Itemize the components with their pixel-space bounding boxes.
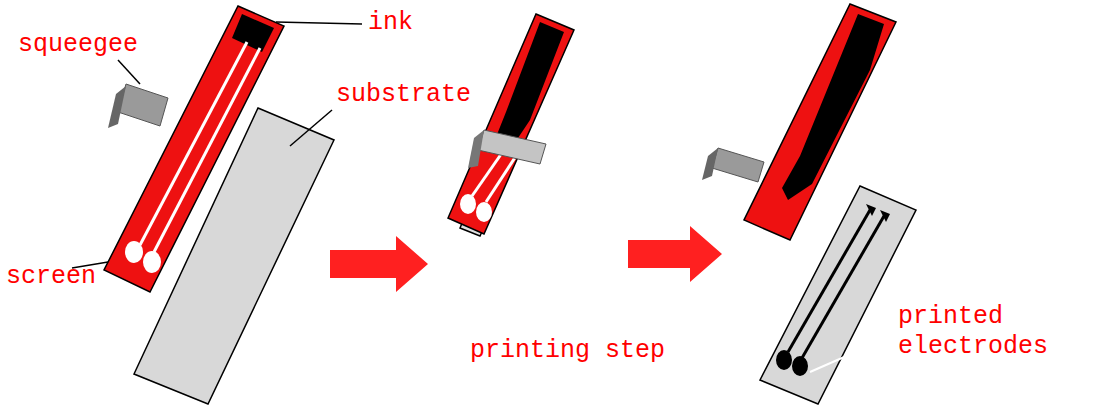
part-label: ink (368, 8, 413, 38)
screen-frame (448, 14, 574, 234)
part-label: printed electrodes (898, 302, 1088, 362)
ink-blob (232, 14, 274, 52)
electrode-pads (125, 241, 161, 273)
squeegee-blade (478, 130, 546, 164)
process-arrow (628, 226, 722, 282)
electrode-pattern (140, 42, 260, 252)
electrode-pads (460, 194, 492, 222)
ink-spread (782, 14, 884, 200)
printed-electrodes-traces (788, 210, 884, 358)
substrate-printed (760, 186, 916, 404)
printed-electrode-pads (776, 204, 890, 376)
part-label: printing step (470, 336, 665, 366)
part-label: squeegee (18, 30, 138, 60)
squeegee-handle (108, 86, 126, 128)
part-label: substrate (336, 80, 471, 110)
part-label: screen (6, 262, 96, 292)
squeegee-handle (702, 148, 718, 180)
ink-spread (494, 22, 564, 150)
leader-line (810, 336, 892, 372)
squeegee-handle (468, 130, 484, 168)
process-arrow (330, 236, 428, 292)
squeegee-blade (712, 148, 764, 182)
squeegee-blade (118, 84, 168, 126)
